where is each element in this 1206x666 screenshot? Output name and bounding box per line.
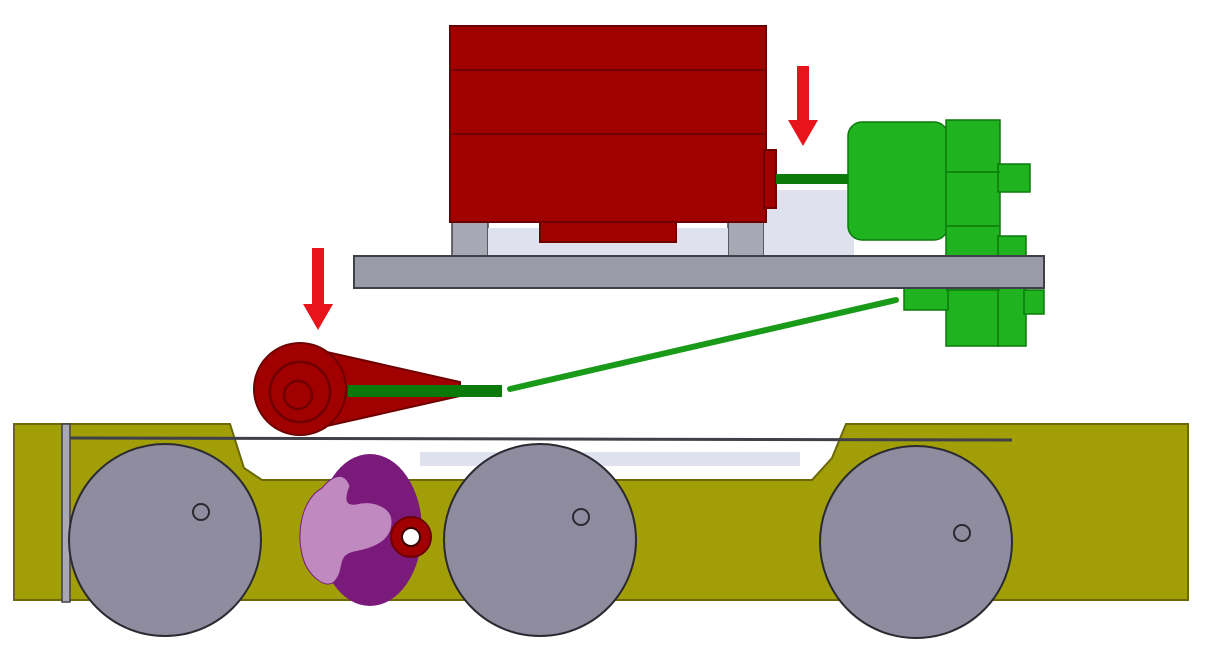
motor-base: [539, 221, 677, 243]
roller-hub-ring: [268, 360, 332, 424]
wheel-left: [68, 443, 262, 637]
gearbox-drum: [847, 121, 949, 241]
wheel-hub: [953, 524, 971, 542]
down-arrow-icon: [303, 248, 333, 330]
roller-assembly: [253, 342, 502, 436]
roller-hub: [282, 379, 314, 411]
motor-flange: [763, 149, 777, 209]
wheel-middle: [443, 443, 637, 637]
support-leg-left: [451, 221, 489, 259]
gearbox-cap-top: [997, 163, 1031, 193]
wheel-hub: [572, 508, 590, 526]
support-leg-right: [727, 221, 765, 259]
chassis-rail: [67, 436, 1013, 442]
plate-gap-right: [764, 190, 854, 256]
down-arrow-icon: [788, 66, 818, 146]
motor-assembly: [353, 25, 1045, 347]
drive-belt: [507, 297, 899, 392]
cam-pin-inner: [401, 527, 421, 547]
gearbox-housing: [945, 119, 1001, 347]
wheel-right: [819, 445, 1013, 639]
chassis-end-bar: [61, 423, 71, 603]
cam-lobe: [299, 475, 393, 585]
inner-gap: [420, 452, 800, 466]
base-plate: [353, 255, 1045, 289]
gearbox: [847, 119, 1045, 347]
electric-motor: [449, 25, 777, 243]
wheels: [68, 443, 1013, 639]
gearbox-cap-mid: [997, 235, 1027, 347]
wheel-hub: [192, 503, 210, 521]
cam-mechanism: [299, 454, 432, 606]
gearbox-lower: [903, 287, 949, 311]
gearbox-right-lower: [1023, 289, 1045, 315]
motor-housing: [449, 25, 767, 223]
roller-shaft: [348, 385, 502, 397]
motor-shaft: [776, 174, 852, 184]
